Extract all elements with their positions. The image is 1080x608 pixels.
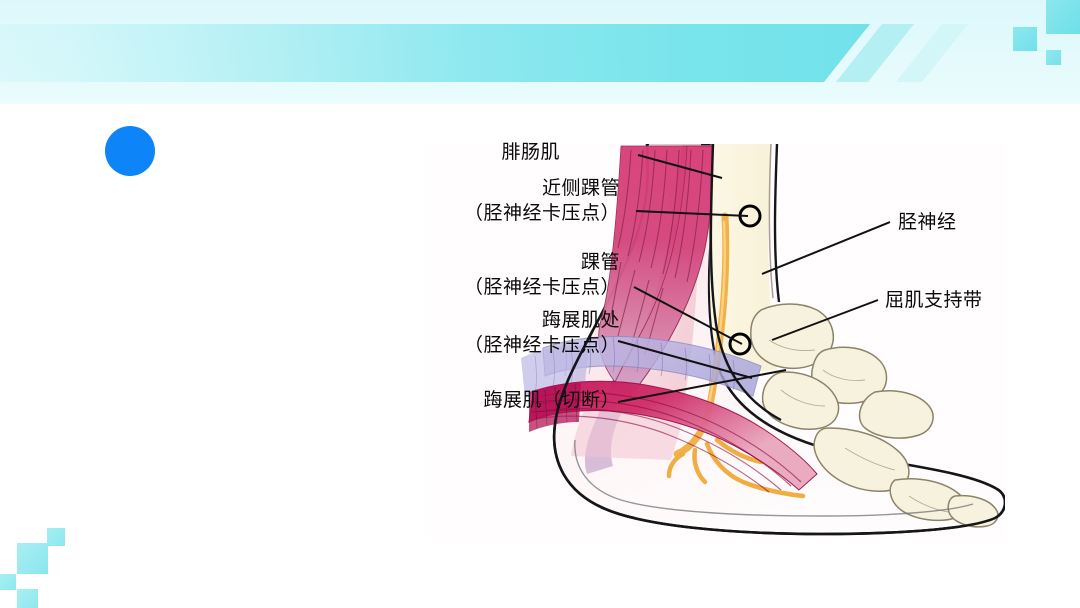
foot-outline xyxy=(552,329,1005,536)
label-proximal-tarsal-tunnel-line2: （胫神经卡压点） xyxy=(463,203,620,225)
label-tarsal-tunnel-line2: （胫神经卡压点） xyxy=(463,277,620,299)
bottom-left-square-large xyxy=(17,543,48,574)
label-proximal-tarsal-tunnel-line1: 近侧踝管 xyxy=(541,178,620,199)
label-abductor-hallucis-point-line1: 踇展肌处 xyxy=(541,310,620,331)
tibial-nerve-branches xyxy=(666,437,806,499)
label-flexor-retinaculum: 屈肌支持带 xyxy=(885,288,983,313)
blue-bullet-dot xyxy=(105,126,155,176)
label-gastrocnemius-line1: 腓肠肌 xyxy=(501,142,560,163)
label-abductor-hallucis-cut-line1: 踇展肌（切断） xyxy=(483,390,620,411)
abductor-hallucis-cut-end xyxy=(529,383,582,432)
header-square-large xyxy=(1046,0,1080,34)
bottom-left-square-low xyxy=(17,589,38,608)
label-gastrocnemius: 腓肠肌 xyxy=(430,140,560,165)
banner-accent-band xyxy=(0,24,870,82)
label-tibial-nerve-line1: 胫神经 xyxy=(898,212,957,233)
gastrocnemius-muscle xyxy=(584,145,714,474)
header-banner xyxy=(0,0,1080,104)
anatomy-figure-panel xyxy=(425,144,1005,538)
label-tarsal-tunnel: 踝管 （胫神经卡压点） xyxy=(370,250,620,300)
foot-inner-contour xyxy=(574,439,974,517)
label-abductor-hallucis-cut: 踇展肌（切断） xyxy=(370,388,620,413)
label-tarsal-tunnel-line1: 踝管 xyxy=(580,252,620,273)
header-square-small xyxy=(1046,50,1061,65)
label-proximal-tarsal-tunnel: 近侧踝管 （胫神经卡压点） xyxy=(370,176,620,226)
foot-bones xyxy=(750,303,999,528)
bottom-left-square-edge xyxy=(0,574,16,590)
label-flexor-retinaculum-line1: 屈肌支持带 xyxy=(885,290,983,311)
label-tibial-nerve: 胫神经 xyxy=(898,210,957,235)
abductor-hallucis-muscle xyxy=(528,380,818,493)
label-abductor-hallucis-point: 踇展肌处 （胫神经卡压点） xyxy=(370,308,620,358)
bottom-left-square-tiny xyxy=(47,528,65,546)
label-abductor-hallucis-point-line2: （胫神经卡压点） xyxy=(463,335,620,357)
header-square-medium xyxy=(1013,27,1037,51)
first-metatarsal xyxy=(813,427,910,492)
cuneiform-bone xyxy=(858,390,934,439)
